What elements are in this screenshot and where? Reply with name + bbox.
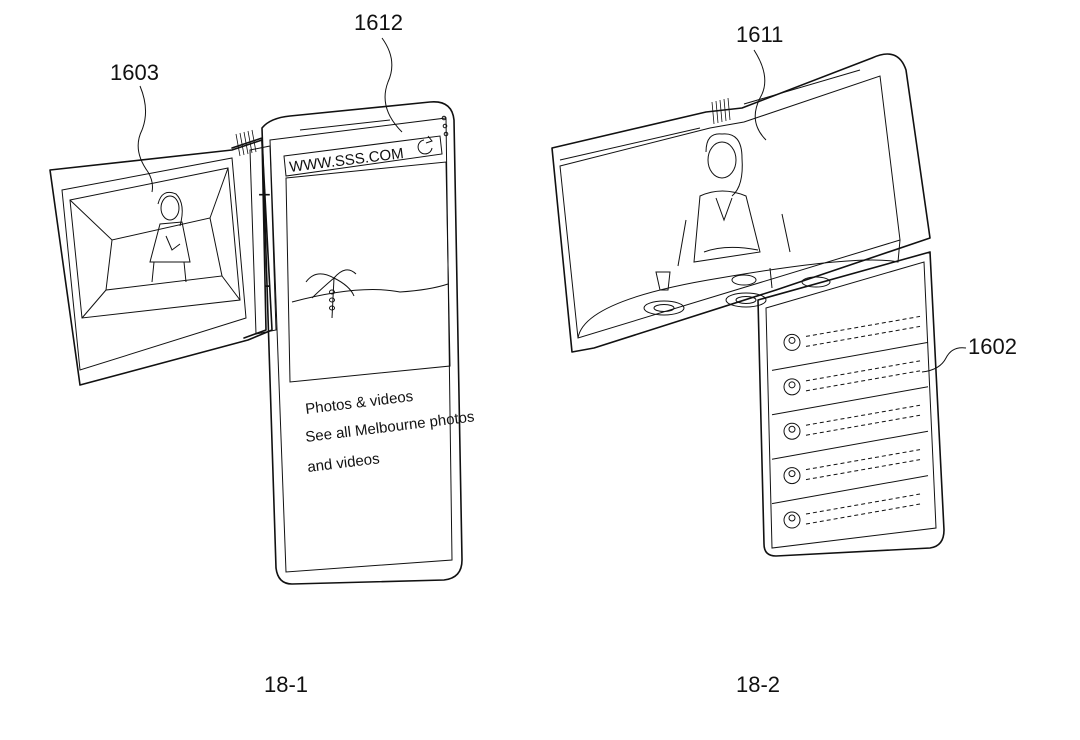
leader-1603 (137, 85, 153, 193)
ref-1603: 1603 (110, 60, 159, 85)
avatar-icon (783, 467, 801, 485)
content-line-2: and videos (306, 450, 380, 476)
caption-18-2: 18-2 (736, 672, 780, 697)
ref-1611: 1611 (736, 22, 783, 47)
ref-1612: 1612 (354, 10, 403, 35)
chat-list-item[interactable] (771, 430, 929, 485)
chat-list-item[interactable] (771, 386, 929, 440)
address-url: WWW.SSS.COM (288, 145, 404, 176)
chat-list-item[interactable] (771, 475, 929, 529)
avatar-icon (783, 511, 801, 529)
zoom-in-button[interactable]: + (258, 182, 271, 207)
avatar-icon (783, 333, 801, 351)
content-image (285, 161, 451, 383)
chat-list-item[interactable] (771, 341, 929, 396)
speaker-figure (149, 191, 191, 283)
refresh-icon[interactable] (417, 135, 433, 155)
leader-1611 (753, 49, 767, 141)
leader-1602 (921, 347, 967, 373)
leader-1612 (381, 37, 403, 133)
avatar-icon (783, 422, 801, 440)
browser-phone-1612: + - WWW.SSS.COM Photos & videos See al (249, 101, 475, 585)
hinge-left (231, 129, 267, 339)
ref-1602: 1602 (968, 334, 1017, 359)
chat-list-item[interactable] (783, 315, 921, 351)
figure-18-2: 1611 1602 18-2 (551, 22, 1017, 697)
address-bar[interactable] (283, 135, 443, 177)
caption-18-1: 18-1 (264, 672, 308, 697)
video-screen-1611 (551, 53, 931, 353)
side-screen-1603 (49, 139, 273, 386)
presenter-figure (677, 133, 791, 267)
chat-panel-1602 (757, 251, 945, 557)
figure-18-1: + - WWW.SSS.COM Photos & videos See al (49, 10, 475, 697)
chat-list (771, 315, 929, 529)
zoom-out-button[interactable]: - (264, 272, 271, 297)
content-heading: Photos & videos (304, 388, 414, 418)
palm-tree-icon (291, 269, 449, 319)
avatar-icon (783, 378, 801, 396)
